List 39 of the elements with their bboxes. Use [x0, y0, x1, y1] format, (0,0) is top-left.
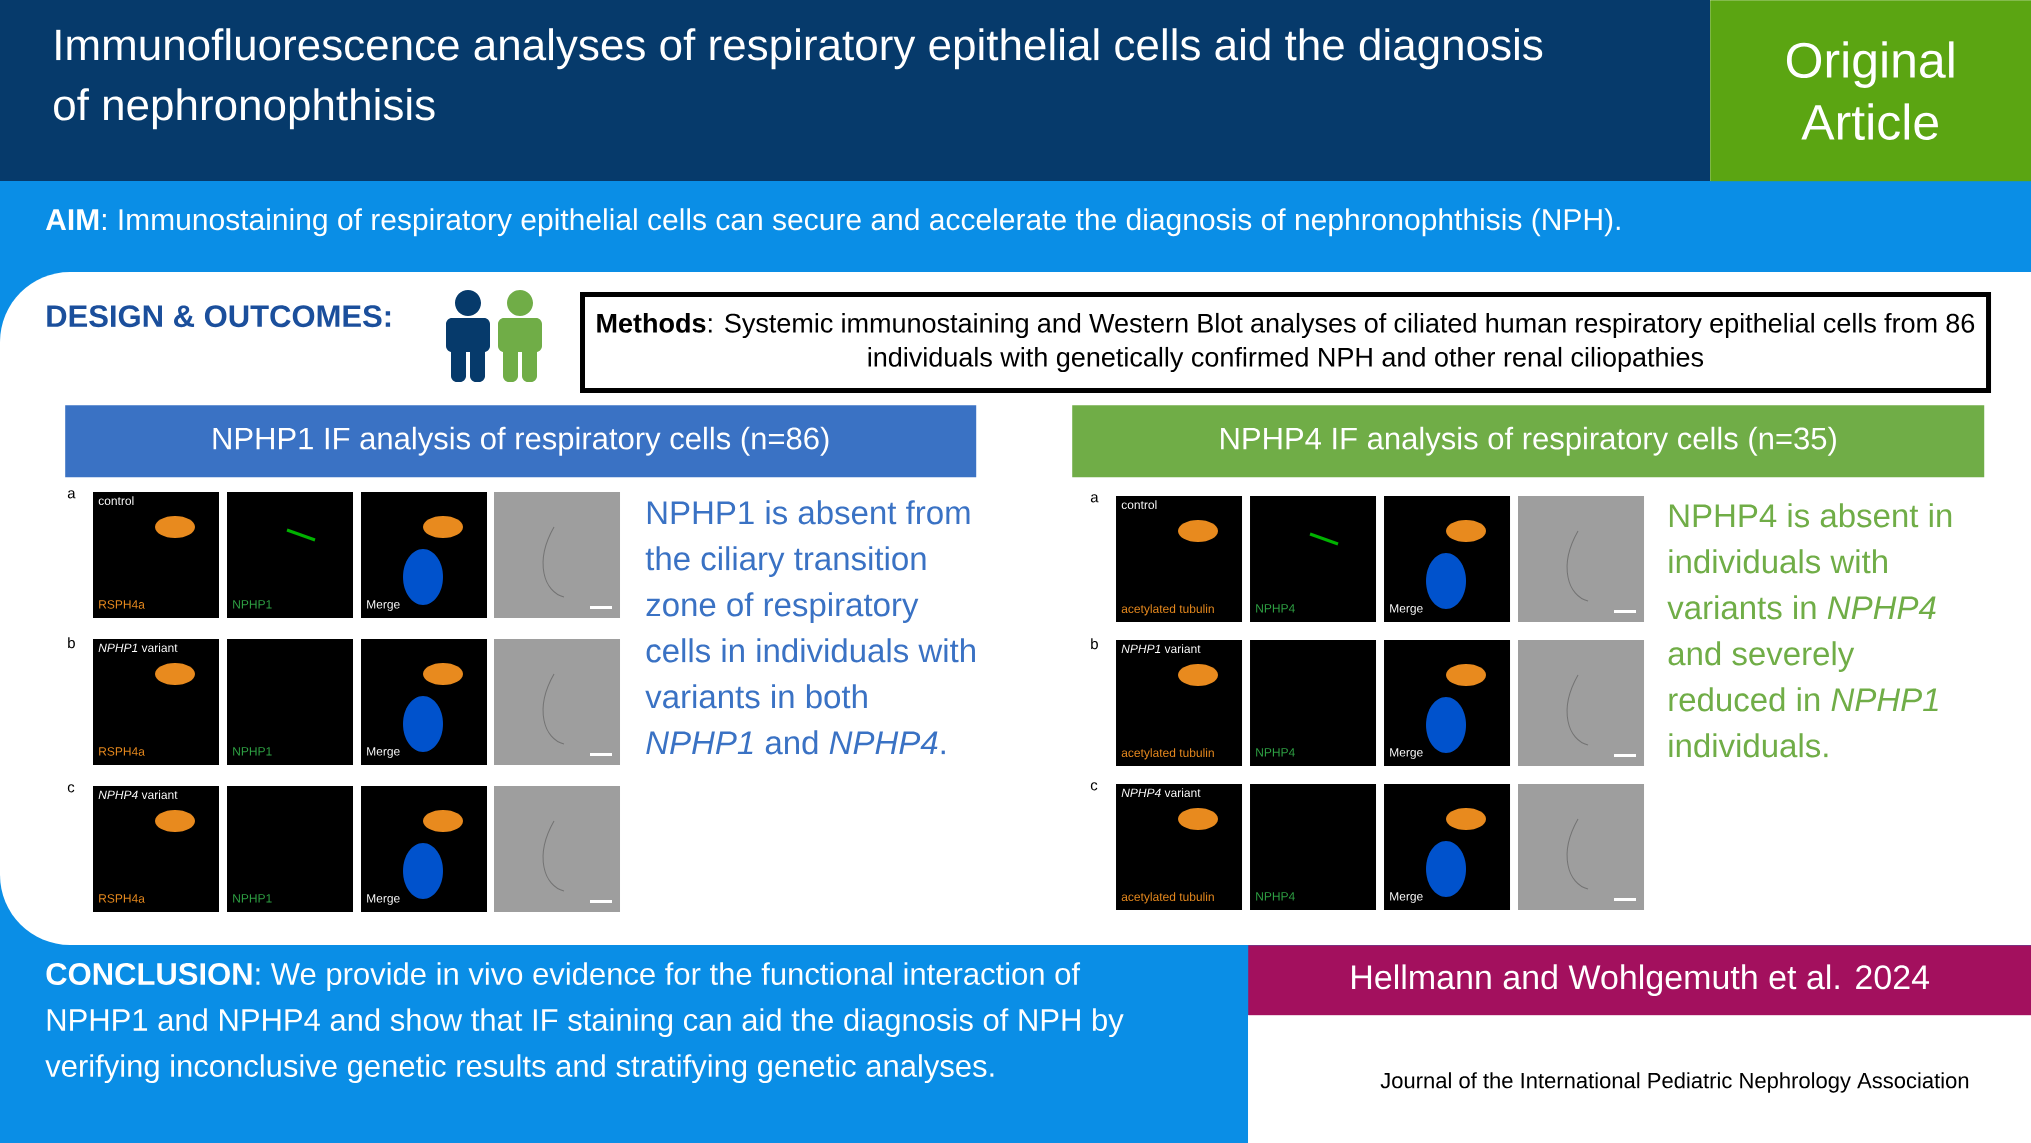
panel-label: control: [1121, 500, 1157, 509]
section-header-bar: NPHP1 IF analysis of respiratory cells (n=86): [65, 405, 977, 478]
channel-label: NPHP4: [1256, 748, 1295, 757]
title: Immunofluorescence analyses of respiratory epithelial cells aid the diagnosis of nephronophthisis: [54, 28, 1543, 130]
channel-label: NPHP1: [233, 600, 272, 609]
channel-label: RSPH4a: [99, 600, 145, 609]
channel-label: RSPH4a: [99, 747, 145, 756]
channel-label: Merge: [1390, 604, 1423, 615]
channel-label: Merge: [1390, 892, 1423, 903]
article-type-box: Original Article: [1710, 0, 2031, 182]
panel-label: NPHP1 variant: [1121, 644, 1201, 653]
methods-box: Methods: Systemic immunostaining and Western Blot analyses of ciliated human respiratory epithelial cells from 86 individuals with genetically confirmed NPH and other renal ciliopathies: [580, 292, 1992, 393]
channel-label: acetylated tubulin: [1121, 748, 1214, 760]
panel-label: NPHP4 variant: [98, 790, 178, 799]
channel-label: Merge: [367, 747, 400, 758]
channel-label: Merge: [367, 894, 400, 905]
channel-label: Merge: [1390, 748, 1423, 759]
panel-letter: b: [1091, 638, 1098, 650]
conclusion-text: CONCLUSION: We provide in vivo evidence for the functional interaction of NPHP1 and NPHP4 and show that IF staining can aid the diagnosis of NPH by verifying inconclusive genetic results and stratifying genetic analyses.: [45, 962, 1124, 1084]
panel-letter: a: [1090, 494, 1099, 503]
journal-description: Journal of the International Pediatric Nephrology Association: [1380, 1072, 1969, 1093]
panel-label: NPHP4 variant: [1121, 788, 1201, 797]
channel-label: NPHP1: [233, 894, 272, 903]
panel-letter: c: [67, 784, 75, 793]
channel-label: acetylated tubulin: [1121, 892, 1214, 904]
channel-label: acetylated tubulin: [1121, 604, 1214, 616]
channel-label: NPHP4: [1256, 892, 1295, 901]
panel-letter: b: [68, 637, 75, 649]
channel-label: NPHP4: [1256, 604, 1295, 613]
panel-label: NPHP1 variant: [98, 643, 178, 652]
aim-text: AIM: Immunostaining of respiratory epithelial cells can secure and accelerate the diagnosis of nephronophthisis (NPH).: [45, 208, 1620, 237]
section-heading: DESIGN & OUTCOMES:: [47, 305, 391, 328]
panel-label: control: [98, 496, 134, 505]
channel-label: RSPH4a: [99, 894, 145, 903]
channel-label: Merge: [367, 600, 400, 611]
channel-label: NPHP1: [233, 747, 272, 756]
section-header-bar: NPHP4 IF analysis of respiratory cells (n=35): [1072, 405, 1985, 478]
citation-bar: Hellmann and Wohlgemuth et al. 2024: [1248, 945, 2031, 1016]
panel-letter: c: [1090, 782, 1098, 791]
